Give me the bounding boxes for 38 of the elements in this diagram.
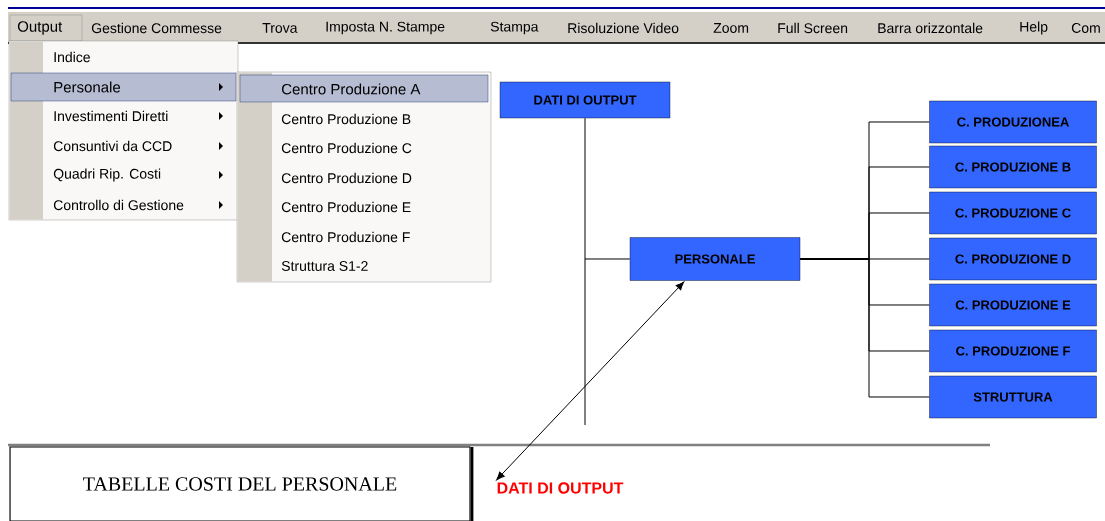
menu-item: Centro Produzione B xyxy=(281,113,411,125)
process-box: C. PRODUZIONE F xyxy=(929,329,1097,373)
table-header-cell: TABELLE COSTI DEL PERSONALE xyxy=(9,446,471,521)
menu-item: Centro Produzione C xyxy=(281,142,412,154)
menu-item: Stampa xyxy=(490,21,539,35)
menu-item: Zoom xyxy=(713,23,749,33)
menu-item: Centro Produzione D xyxy=(281,172,412,184)
arrow xyxy=(496,281,685,481)
menu-item: Centro Produzione F xyxy=(281,231,410,243)
menu-item: Barra orizzontale xyxy=(878,22,983,34)
process-box: C. PRODUZIONEA xyxy=(929,100,1097,144)
menu-item: Help xyxy=(1020,21,1048,35)
menu-item: Personale xyxy=(10,72,237,102)
menu-item: Investimenti Diretti xyxy=(54,110,168,122)
menu-item: Full Screen xyxy=(778,22,848,34)
menu-item: Consuntivi da CCD xyxy=(53,140,172,152)
process-box: DATI DI OUTPUT xyxy=(499,81,671,119)
menu-item: Centro Produzione A xyxy=(239,74,489,103)
menu-item: Com xyxy=(1071,23,1100,33)
output-text: DATI DI OUTPUT xyxy=(497,482,624,494)
process-box: PERSONALE xyxy=(629,237,801,281)
process-box: C. PRODUZIONE E xyxy=(929,283,1097,327)
process-box: C. PRODUZIONE B xyxy=(929,145,1097,189)
menu-item: Indice xyxy=(54,51,90,63)
menu-item: Centro Produzione E xyxy=(281,201,411,213)
menu-item: Struttura S1-2 xyxy=(281,261,368,271)
menu-item: Risoluzione Video xyxy=(568,22,679,34)
menu-item: Imposta N. Stampe xyxy=(326,21,445,35)
menu-item: Output xyxy=(9,14,83,42)
menu-item: Trova xyxy=(262,23,298,33)
process-box: STRUTTURA xyxy=(929,375,1097,419)
process-box: C. PRODUZIONE D xyxy=(929,237,1097,281)
process-box: C. PRODUZIONE C xyxy=(929,191,1097,235)
menu-item: Controllo di Gestione xyxy=(53,199,184,211)
menu-item: Quadri Rip. Costi xyxy=(53,168,161,182)
connector-line xyxy=(584,117,631,260)
menu-item: Gestione Commesse xyxy=(91,22,222,34)
connector-line xyxy=(799,258,930,398)
